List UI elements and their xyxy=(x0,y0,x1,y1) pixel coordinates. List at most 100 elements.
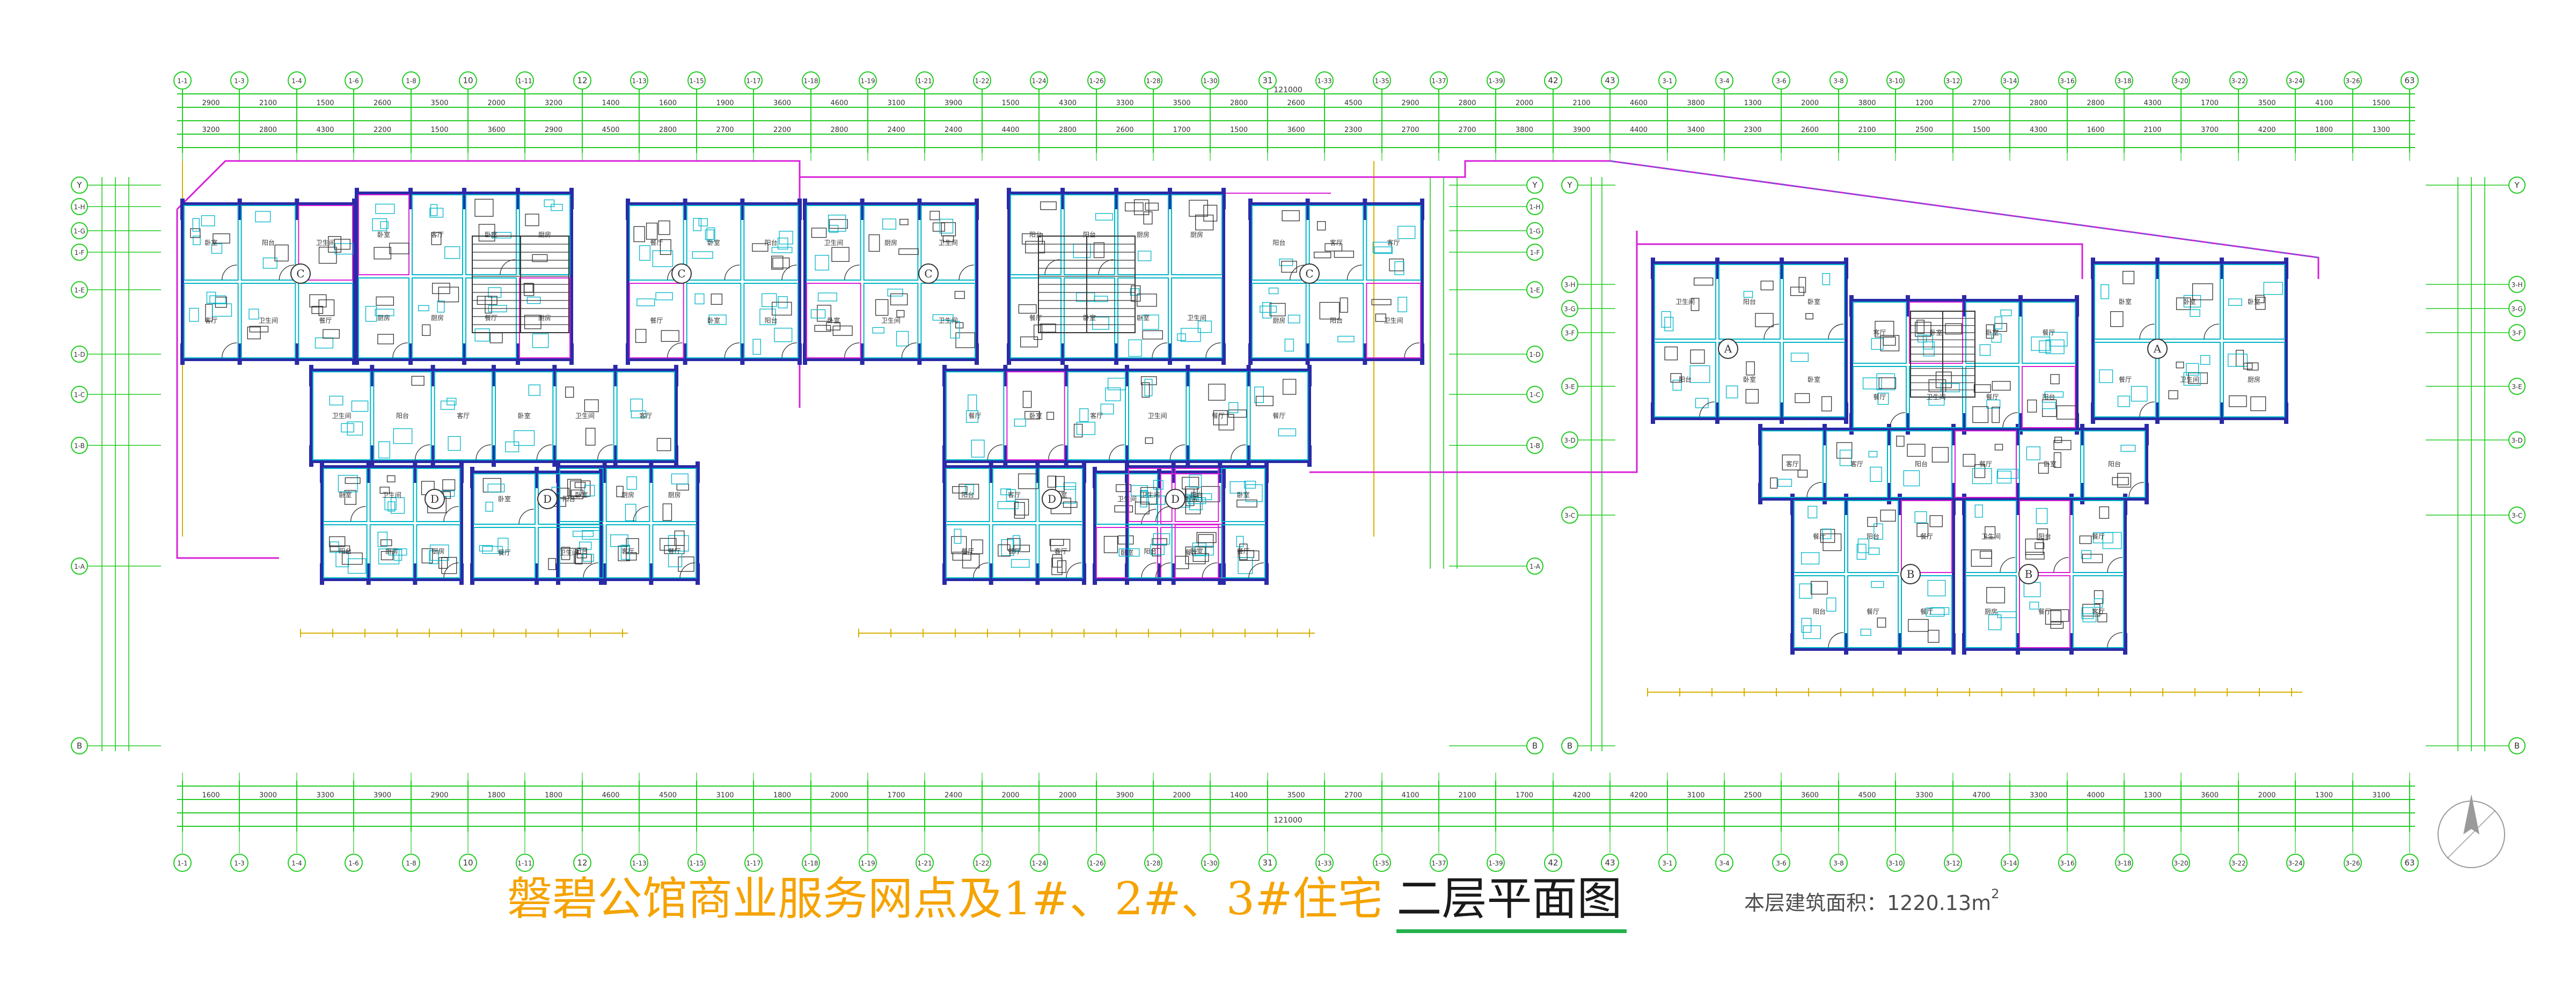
room-outline xyxy=(495,371,554,460)
fixture xyxy=(1903,470,1920,487)
fixture xyxy=(567,479,582,496)
axis-bubble xyxy=(1526,281,1543,298)
fixture xyxy=(1208,384,1226,401)
room-outline xyxy=(1010,194,1062,275)
room-tag: 客厅 xyxy=(431,231,444,239)
fixture xyxy=(1245,484,1263,502)
room-tag: 阳台 xyxy=(562,495,575,503)
fixture xyxy=(2079,535,2092,544)
fixture xyxy=(1177,333,1186,341)
fixture xyxy=(212,303,232,317)
axis-bubble-label: 1-A xyxy=(1529,563,1541,570)
fixture xyxy=(2112,477,2129,486)
fixture xyxy=(1024,411,1040,420)
fixture xyxy=(1143,211,1153,225)
room-outline xyxy=(2073,575,2124,648)
fixture xyxy=(442,479,456,491)
axis-bubble-label: Y xyxy=(1567,180,1572,190)
fixture xyxy=(954,291,965,299)
fixture xyxy=(1799,583,1812,599)
door-swing xyxy=(1699,401,1715,417)
axis-bubble-label: 1-B xyxy=(74,442,85,450)
axis-bubble xyxy=(973,854,991,872)
room-outline xyxy=(992,468,1037,522)
fixture xyxy=(497,538,509,553)
axis-bubble xyxy=(288,71,306,90)
fixture xyxy=(524,314,541,329)
fixture xyxy=(334,243,354,255)
fixture xyxy=(1917,334,1927,343)
room-tag: 厨房 xyxy=(432,547,445,555)
room-outline xyxy=(1965,500,2017,573)
room-tag: 餐厅 xyxy=(319,317,332,325)
dimension-value: 2600 xyxy=(1287,99,1305,107)
fixture xyxy=(626,552,637,561)
axis-bubble-label: 3-18 xyxy=(2117,77,2131,85)
dimension-value: 4300 xyxy=(2030,126,2047,134)
dimension-value: 4700 xyxy=(1972,791,1990,799)
dimension-value: 2900 xyxy=(202,99,219,107)
axis-bubble-label: 43 xyxy=(1605,76,1615,85)
unit-type-label: C xyxy=(296,267,304,280)
fixture xyxy=(1145,437,1153,444)
fixture xyxy=(1282,210,1300,222)
axis-bubble xyxy=(1315,71,1334,90)
fixture xyxy=(1880,335,1900,351)
axis-bubble-label: 1-3 xyxy=(234,860,245,867)
fixture xyxy=(955,332,975,348)
building-block: 阳台阳台厨房厨房餐厅卧室卧室卫生间 xyxy=(1010,194,1223,358)
fixture xyxy=(2027,399,2037,413)
fixture xyxy=(2099,506,2110,519)
dimension-value: 4100 xyxy=(1401,791,1419,799)
fixture xyxy=(1283,379,1297,395)
unit-type-bubble xyxy=(2018,564,2039,584)
room-tag: 卧室 xyxy=(204,239,217,247)
room-outline xyxy=(1128,371,1187,460)
axis-bubble xyxy=(1715,71,1733,90)
fixture xyxy=(487,483,505,493)
axis-bubble-label: 31 xyxy=(1262,76,1272,85)
fixture xyxy=(1374,246,1393,254)
axis-bubble xyxy=(1258,71,1277,90)
axis-bubble xyxy=(1487,854,1505,872)
fixture xyxy=(1868,451,1878,458)
site-boundary-line xyxy=(1309,231,1638,473)
fixture xyxy=(1972,406,1989,423)
door-swing xyxy=(1155,506,1171,522)
fixture xyxy=(708,314,727,325)
room-tag: 客厅 xyxy=(1786,460,1799,468)
dimension-value: 1800 xyxy=(773,791,791,799)
fixture xyxy=(2255,297,2266,310)
fixture xyxy=(1236,500,1257,508)
fixture xyxy=(2200,355,2211,365)
axis-bubble xyxy=(1373,71,1391,90)
axis-bubble xyxy=(2401,854,2419,872)
fixture xyxy=(2117,473,2132,488)
room-outline xyxy=(240,283,296,358)
room-outline xyxy=(298,283,353,358)
dimension-value: 2500 xyxy=(1744,791,1761,799)
fixture xyxy=(1926,607,1945,617)
room-outline xyxy=(555,371,614,460)
dimension-value: 3100 xyxy=(887,99,905,107)
axis-bubble xyxy=(288,854,306,872)
axis-bubble-label: 1-37 xyxy=(1431,860,1446,867)
dimension-value: 2000 xyxy=(487,99,505,107)
room-tag: 客厅 xyxy=(639,412,652,420)
door-swing xyxy=(973,562,989,578)
fixture xyxy=(544,199,555,207)
dimension-value: 3400 xyxy=(1687,126,1704,134)
room-tag: 卫生间 xyxy=(1140,491,1160,499)
dimension-value: 3600 xyxy=(1801,791,1819,799)
outer-wall xyxy=(1850,299,2079,431)
fixture xyxy=(1397,225,1416,239)
room-outline xyxy=(1128,524,1173,578)
room-tag: 卫生间 xyxy=(259,317,278,325)
fixture xyxy=(1743,291,1753,298)
fixture xyxy=(875,299,889,316)
door-swing xyxy=(536,444,552,460)
fixture xyxy=(347,558,367,574)
dimension-value: 1400 xyxy=(602,99,619,107)
axis-bubble xyxy=(2508,300,2526,317)
axis-bubble xyxy=(345,71,363,90)
